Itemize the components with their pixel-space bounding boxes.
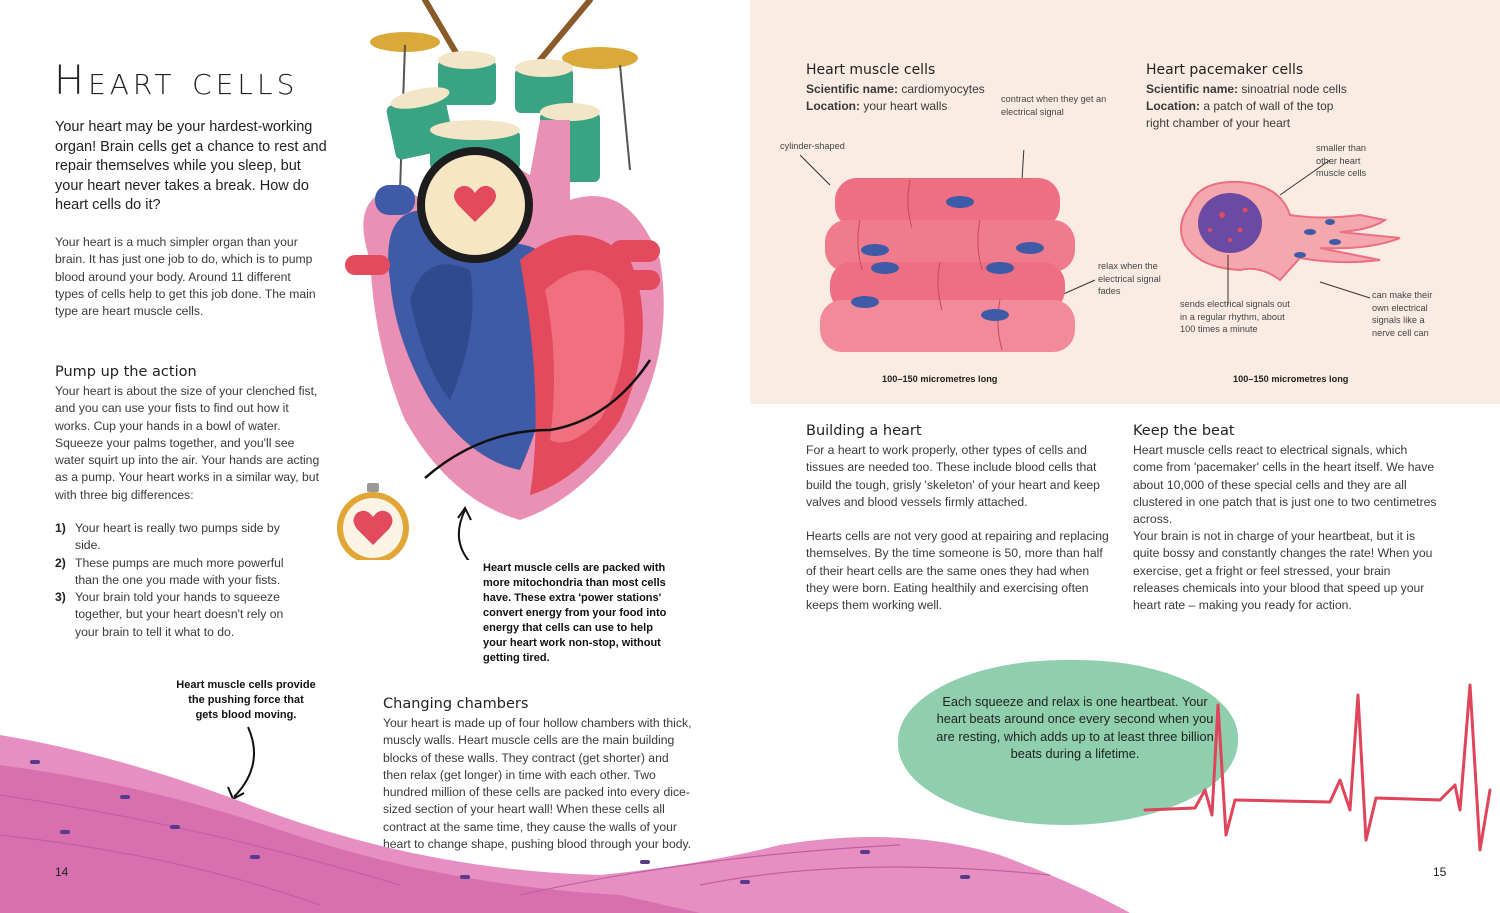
muscle-location: Location: your heart walls (806, 98, 1006, 115)
heartbeat-fact: Each squeeze and relax is one heartbeat.… (936, 694, 1214, 761)
label: Location: (1146, 99, 1200, 113)
paragraph-beat-1: Heart muscle cells react to electrical s… (1133, 443, 1437, 527)
label: Scientific name: (1146, 82, 1239, 96)
paragraph-simpler-organ: Your heart is a much simpler organ than … (55, 235, 316, 319)
mitochondria-note: Heart muscle cells are packed with more … (483, 562, 667, 664)
label-sends-signals: sends electrical signals out in a regula… (1180, 299, 1290, 334)
differences-list: 1) Your heart is really two pumps side by… (55, 520, 305, 641)
label: Location: (806, 99, 860, 113)
heading-keep-beat: Keep the beat (1133, 423, 1235, 439)
label-cylinder-shaped: cylinder-shaped (780, 141, 845, 151)
muscle-scientific-name: Scientific name: cardiomyocytes (806, 81, 1006, 98)
paragraph-building-1: For a heart to work properly, other type… (806, 443, 1100, 509)
list-text: Your brain told your hands to squeeze to… (75, 590, 284, 639)
label-own-signals: can make their own electrical signals li… (1372, 290, 1433, 338)
pacemaker-cell-size: 100–150 micrometres long (1233, 374, 1349, 384)
page-title: Heart cells (54, 58, 299, 104)
label-relax: relax when the electrical signal fades (1098, 261, 1161, 296)
label-smaller: smaller than other heart muscle cells (1316, 143, 1367, 178)
label-contract: contract when they get an electrical sig… (1001, 94, 1107, 117)
heart-drumkit-illustration (337, 0, 664, 560)
pushing-force-note: Heart muscle cells provide the pushing f… (176, 679, 316, 721)
value: a patch of wall of the top right chamber… (1146, 99, 1334, 131)
list-text: Your heart is really two pumps side by s… (75, 521, 280, 553)
list-item: 1) Your heart is really two pumps side by… (55, 520, 305, 555)
list-number: 1) (55, 521, 66, 535)
page-number-left: 14 (55, 865, 69, 879)
pacemaker-cell-illustration (1180, 160, 1401, 305)
paragraph-building-2: Hearts cells are not very good at repair… (806, 529, 1109, 613)
page-number-right: 15 (1433, 865, 1447, 879)
paragraph-chambers: Your heart is made up of four hollow cha… (383, 716, 692, 852)
heading-changing-chambers: Changing chambers (383, 696, 529, 712)
muscle-tissue-band (0, 735, 1130, 913)
list-text: These pumps are much more powerful than … (75, 555, 284, 587)
ecg-line (1143, 683, 1492, 852)
muscle-cells-illustration (800, 150, 1096, 352)
pacemaker-scientific-name: Scientific name: sinoatrial node cells (1146, 81, 1366, 98)
heading-building-heart: Building a heart (806, 423, 922, 439)
list-item: 3) Your brain told your hands to squeeze … (55, 589, 305, 641)
intro-paragraph: Your heart may be your hardest-working o… (55, 119, 327, 213)
heading-pump-up: Pump up the action (55, 364, 197, 380)
value: your heart walls (863, 99, 948, 113)
paragraph-pump: Your heart is about the size of your cle… (55, 384, 320, 502)
heartbeat-bubble (898, 660, 1238, 825)
list-number: 2) (55, 555, 66, 570)
pacemaker-location: Location: a patch of wall of the top rig… (1146, 98, 1346, 133)
list-number: 3) (55, 590, 66, 605)
muscle-cell-size: 100–150 micrometres long (882, 374, 998, 384)
value: cardiomyocytes (901, 82, 985, 96)
list-item: 2) These pumps are much more powerful tha… (55, 555, 305, 590)
paragraph-beat-2: Your brain is not in charge of your hear… (1133, 529, 1433, 613)
heading-pacemaker-cells: Heart pacemaker cells (1146, 62, 1304, 78)
value: sinoatrial node cells (1241, 82, 1347, 96)
label: Scientific name: (806, 82, 899, 96)
heading-heart-muscle-cells: Heart muscle cells (806, 62, 936, 78)
